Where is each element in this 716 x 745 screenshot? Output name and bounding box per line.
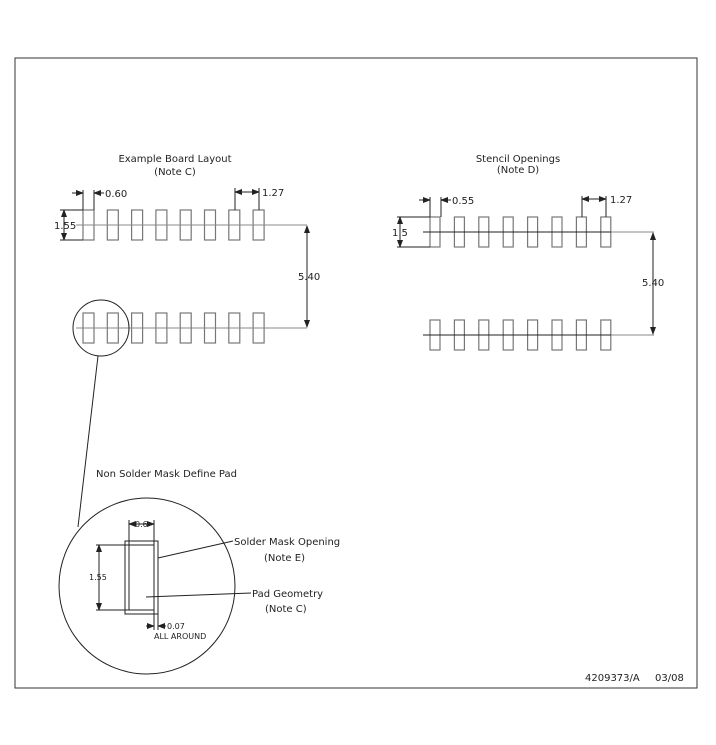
drawing-number: 4209373/A [585, 673, 640, 684]
board-layout: Example Board Layout (Note C) 0.60 1.27 … [54, 154, 320, 528]
solder-mask-opening [124, 540, 159, 615]
pad-geometry [128, 544, 155, 611]
detail-callout-circle [72, 299, 130, 357]
board-pads [82, 209, 265, 344]
board-pitch: 1.27 [262, 188, 284, 199]
stencil-row-spacing: 5.40 [642, 278, 664, 289]
solder-mask-label: Solder Mask Opening [234, 537, 340, 548]
detail-clearance-note: ALL AROUND [154, 632, 206, 641]
pad-geometry-leader [145, 592, 252, 598]
stencil-pads [429, 216, 612, 351]
board-row-spacing: 5.40 [298, 272, 320, 283]
pad-geometry-label: Pad Geometry [252, 589, 323, 600]
stencil-note: (Note D) [497, 165, 539, 176]
pad-geometry-note: (Note C) [265, 604, 307, 615]
stencil-openings: Stencil Openings (Note D) 0.55 1.27 1.5 … [392, 154, 664, 351]
drawing-border [14, 57, 698, 689]
detail-width: 0.6 [135, 520, 148, 529]
detail-circle [58, 497, 236, 675]
drawing-date: 03/08 [655, 673, 684, 684]
pad-detail: Non Solder Mask Define Pad 0.6 1.55 0.07… [58, 469, 340, 675]
stencil-pad-length: 1.5 [392, 228, 408, 239]
detail-length: 1.55 [89, 573, 107, 582]
detail-leader-line [77, 355, 99, 528]
detail-clearance: 0.07 [167, 622, 185, 631]
board-pad-width: 0.60 [105, 189, 127, 200]
stencil-pad-width: 0.55 [452, 196, 474, 207]
detail-title: Non Solder Mask Define Pad [96, 469, 237, 480]
solder-mask-leader [157, 540, 234, 559]
solder-mask-note: (Note E) [264, 553, 305, 564]
board-pad-length: 1.55 [54, 221, 76, 232]
stencil-title: Stencil Openings [476, 154, 560, 165]
stencil-pitch: 1.27 [610, 195, 632, 206]
board-layout-note: (Note C) [154, 167, 196, 178]
board-layout-title: Example Board Layout [118, 154, 231, 165]
